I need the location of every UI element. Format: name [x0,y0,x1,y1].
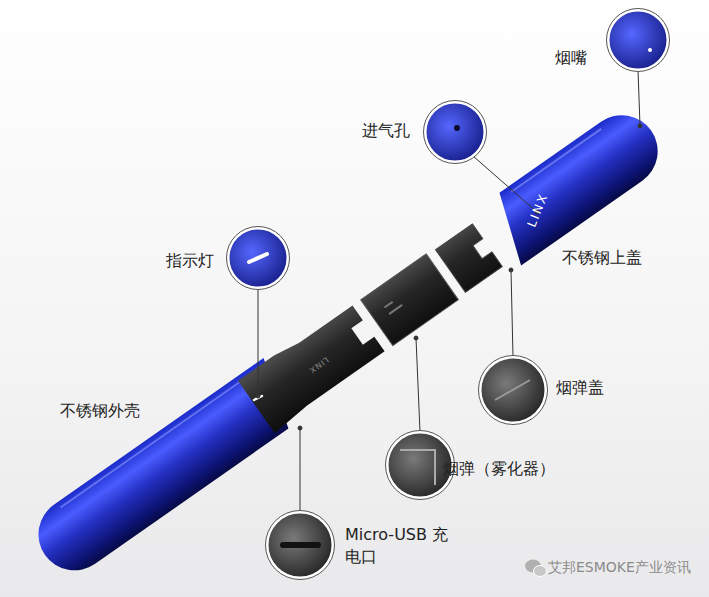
part-label: 烟嘴 [555,47,587,69]
top-cap [480,101,672,266]
part-label: 烟弹（雾化器） [443,458,555,480]
part-label: 烟弹盖 [556,377,604,399]
leader-lines [256,70,642,512]
zoom-circles [228,10,668,578]
part-label: 进气孔 [362,120,410,142]
part-label: 不锈钢上盖 [562,247,642,269]
pod-holder [238,302,387,433]
part-label: Micro-USB 充电口 [345,524,449,567]
part-label: 不锈钢外壳 [60,400,140,422]
pod [361,254,459,346]
device [24,101,671,584]
part-label: 指示灯 [166,250,214,272]
watermark: 艾邦ESMOKE产业资讯 [548,558,691,577]
wechat-icon [525,560,547,577]
pod-cap [436,224,503,292]
